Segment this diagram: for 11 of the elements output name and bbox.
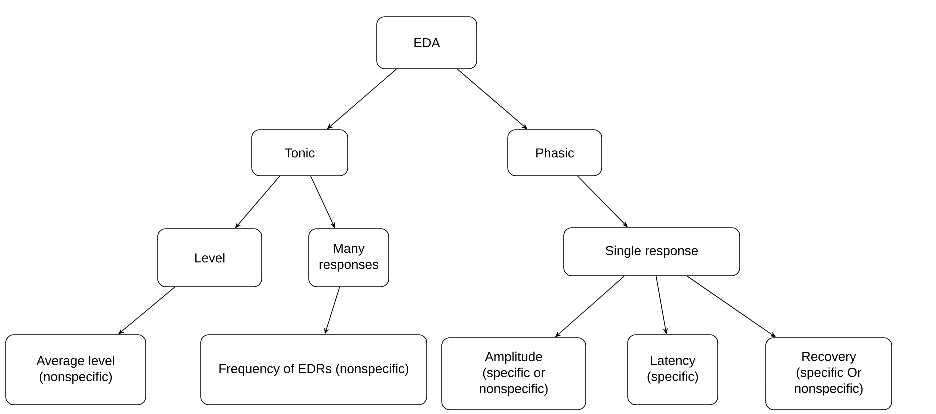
process-box: Latency (specific) bbox=[628, 334, 718, 406]
process-box: Phasic bbox=[508, 130, 602, 176]
process-box: Level bbox=[158, 228, 262, 288]
process-box: Recovery (specific Or nonspecific) bbox=[766, 338, 892, 410]
process-box: Single response bbox=[564, 228, 740, 276]
process-box: Many responses bbox=[308, 228, 390, 288]
process-box: Tonic bbox=[252, 130, 348, 176]
process-box: EDA bbox=[376, 16, 478, 70]
process-box: Average level (nonspecific) bbox=[6, 334, 146, 406]
process-box: Amplitude (specific or nonspecific) bbox=[442, 338, 586, 410]
process-box: Frequency of EDRs (nonspecific) bbox=[200, 334, 428, 406]
